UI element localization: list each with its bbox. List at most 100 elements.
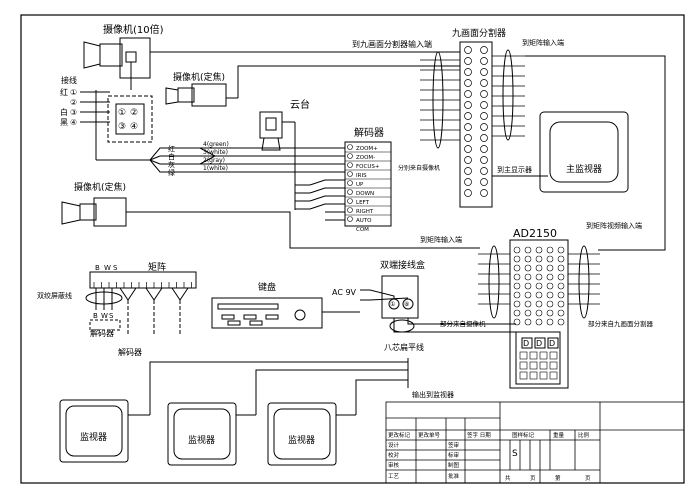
svg-text:共: 共	[505, 474, 511, 482]
cable-legend-title: 接线	[61, 75, 77, 85]
svg-text:W: W	[104, 264, 111, 272]
ad2150-jack	[513, 309, 521, 317]
svg-text:S: S	[512, 449, 518, 459]
ad2150-jack	[524, 264, 532, 272]
nine-screen-splitter: 九画面分割器	[452, 27, 506, 208]
output-to-monitor-label: 输出到监视器	[412, 390, 454, 399]
ad2150-key	[519, 361, 528, 370]
decoder: 解码器 ZOOM+ ZOOM- FOCUS+ IRIS UP DOWN LEFT…	[344, 126, 392, 233]
ad2150-jack	[524, 255, 532, 263]
svg-text:更改单号: 更改单号	[418, 431, 441, 439]
svg-text:4(green): 4(green)	[203, 141, 229, 148]
svg-text:UP: UP	[356, 182, 364, 188]
from-camera-label: 分别来自摄像机	[398, 164, 440, 172]
ad2150-jack	[557, 300, 565, 308]
svg-text:页: 页	[585, 475, 591, 482]
svg-text:签审: 签审	[448, 441, 460, 449]
ad2150-jack	[535, 255, 543, 263]
ad2150-jack	[524, 246, 532, 254]
ad2150-key	[529, 351, 538, 360]
monitor-3: 监视器	[267, 402, 337, 466]
ad2150-jack	[546, 309, 554, 317]
svg-text:②: ②	[70, 98, 77, 107]
splitter-jack	[464, 167, 472, 175]
drawing-frame	[20, 14, 685, 484]
ad2150-jack	[535, 318, 543, 326]
zoom-camera-label: 摄像机(10倍)	[103, 23, 164, 36]
splitter-jack	[464, 112, 472, 120]
ad2150-jack	[546, 318, 554, 326]
svg-text:③: ③	[118, 122, 126, 132]
ad2150-from-split-label: 部分来自九画面分割器	[588, 319, 654, 328]
svg-text:AUTO: AUTO	[356, 218, 372, 224]
ad2150-jack	[513, 246, 521, 254]
ad2150-jack	[557, 273, 565, 281]
svg-text:比例: 比例	[578, 431, 590, 439]
ad2150-jack	[546, 300, 554, 308]
lens-connector	[107, 95, 153, 143]
splitter-jack	[480, 145, 488, 153]
svg-text:FOCUS+: FOCUS+	[356, 164, 380, 170]
ad2150-title: AD2150	[513, 227, 557, 240]
monitor-2-label: 监视器	[188, 434, 215, 446]
ad2150-key	[549, 361, 558, 370]
ad2150-jack	[557, 264, 565, 272]
svg-text:③: ③	[70, 108, 77, 117]
fixed-camera-2-label: 摄像机(定焦)	[74, 181, 126, 193]
fixed-camera-1-label: 摄像机(定焦)	[173, 71, 225, 83]
ptz-wires	[295, 179, 345, 221]
title-block-text: 更改标记 更改单号 签字 日期 图样标记 重量 比例 设计 签审 校对 标审 审…	[388, 431, 591, 482]
ptz-unit: 云台	[259, 98, 310, 210]
zoom-camera: 摄像机(10倍)	[83, 23, 164, 90]
svg-text:①: ①	[70, 88, 77, 97]
svg-text:①: ①	[390, 301, 395, 308]
decoder-small-1	[89, 319, 121, 331]
splitter-jack	[464, 145, 472, 153]
monitor-1: 监视器	[59, 399, 129, 463]
monitor-2: 监视器	[167, 402, 237, 466]
splitter-jack	[464, 46, 472, 54]
ad2150-jack	[524, 273, 532, 281]
svg-text:COM: COM	[356, 227, 369, 233]
ad2150-jack	[535, 291, 543, 299]
ac-voltage-label: AC 9V	[332, 288, 357, 297]
svg-text:签字 日期: 签字 日期	[467, 431, 491, 439]
keyboard-label: 键盘	[258, 281, 276, 293]
svg-text:制图: 制图	[448, 461, 460, 469]
ad2150-key	[519, 371, 528, 380]
ad2150-jack	[524, 282, 532, 290]
small-matrix-title: 矩阵	[148, 261, 166, 273]
ad2150-jack	[513, 273, 521, 281]
main-monitor-label: 主监视器	[566, 163, 602, 175]
ad2150-jack	[524, 318, 532, 326]
splitter-input-label: 到九画面分割器输入端	[352, 39, 432, 49]
svg-text:页: 页	[530, 475, 536, 482]
ad2150-jack	[546, 282, 554, 290]
svg-text:D: D	[523, 339, 529, 348]
ad2150-jack	[535, 246, 543, 254]
svg-text:RIGHT: RIGHT	[356, 209, 374, 215]
splitter-jack	[480, 90, 488, 98]
keyboard: 键盘	[211, 281, 323, 329]
ad2150-key	[539, 351, 548, 360]
small-matrix: 矩阵 B W S	[89, 261, 197, 289]
splitter-jack	[480, 79, 488, 87]
svg-text:设计: 设计	[388, 441, 400, 449]
svg-text:ZOOM+: ZOOM+	[356, 146, 378, 152]
splitter-jack	[480, 167, 488, 175]
svg-text:W: W	[101, 312, 108, 320]
svg-text:2(gray): 2(gray)	[203, 157, 225, 164]
decoder-title: 解码器	[354, 126, 384, 139]
splitter-jack	[480, 112, 488, 120]
ad2150-key	[519, 351, 528, 360]
ad2150-jack	[557, 291, 565, 299]
decoder-small-label-1: 解码器	[90, 328, 114, 338]
svg-text:图样标记: 图样标记	[512, 431, 535, 439]
svg-text:更改标记: 更改标记	[388, 431, 411, 439]
splitter-jack	[464, 156, 472, 164]
ad2150-jack	[513, 300, 521, 308]
ad2150-key	[539, 371, 548, 380]
svg-text:第: 第	[555, 474, 561, 482]
svg-text:ZOOM-: ZOOM-	[356, 155, 375, 161]
